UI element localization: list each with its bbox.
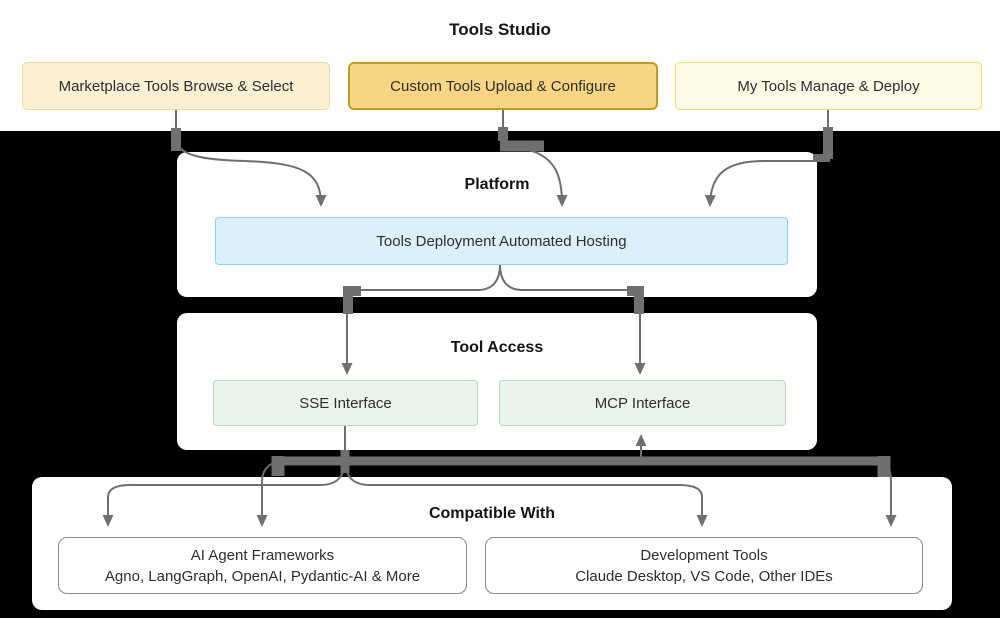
node-label: MCP Interface [594, 394, 691, 412]
node-mcp-interface: MCP Interface [499, 380, 786, 426]
node-custom-tools: Custom Tools Upload & Configure [348, 62, 658, 110]
platform-title: Platform [464, 176, 530, 193]
diagram-title: Tools Studio [449, 20, 551, 39]
node-subtitle: Agno, LangGraph, OpenAI, Pydantic-AI & M… [104, 567, 421, 585]
node-label: Tools Deployment Automated Hosting [376, 232, 627, 250]
node-label: Custom Tools Upload & Configure [390, 77, 616, 95]
node-subtitle: Claude Desktop, VS Code, Other IDEs [575, 567, 833, 585]
node-my-tools: My Tools Manage & Deploy [675, 62, 982, 110]
node-ai-agent-frameworks: AI Agent Frameworks Agno, LangGraph, Ope… [58, 537, 467, 594]
node-title: Development Tools [640, 546, 768, 564]
tool-access-title: Tool Access [450, 339, 544, 356]
node-label: My Tools Manage & Deploy [737, 77, 920, 95]
node-sse-interface: SSE Interface [213, 380, 478, 426]
compatible-with-title: Compatible With [428, 505, 556, 522]
node-label: Marketplace Tools Browse & Select [58, 77, 294, 95]
node-title: AI Agent Frameworks [190, 546, 335, 564]
node-tools-deployment-hosting: Tools Deployment Automated Hosting [215, 217, 788, 265]
node-development-tools: Development Tools Claude Desktop, VS Cod… [485, 537, 923, 594]
node-label: SSE Interface [299, 394, 392, 412]
node-marketplace-tools: Marketplace Tools Browse & Select [22, 62, 330, 110]
